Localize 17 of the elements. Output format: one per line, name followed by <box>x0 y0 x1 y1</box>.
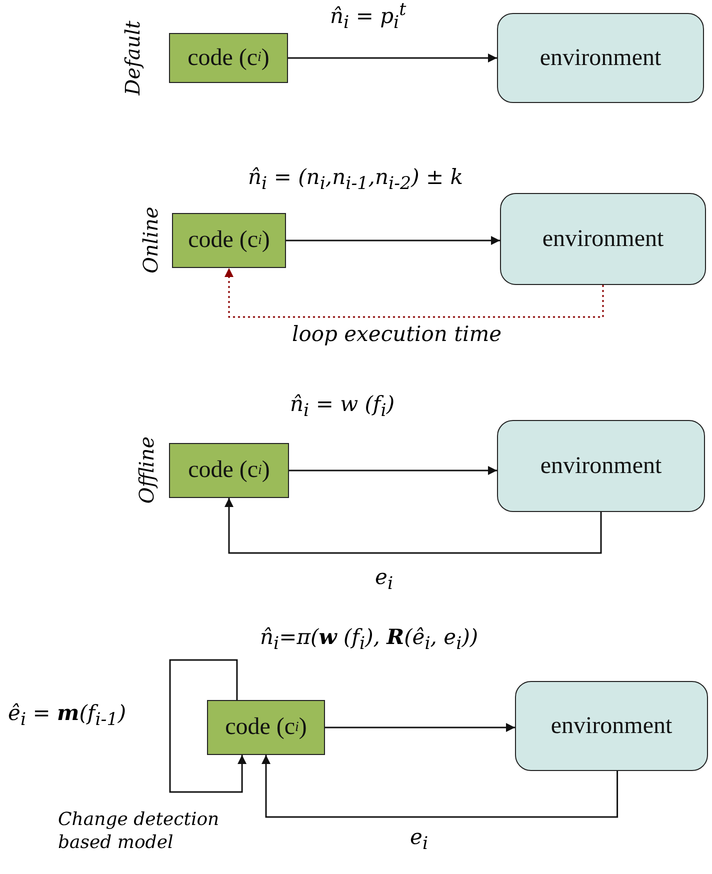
arrow <box>289 466 497 475</box>
environment-box: environment <box>515 681 708 771</box>
arrow <box>262 755 618 818</box>
note-text: Change detection based model <box>58 808 220 855</box>
arrow <box>224 498 602 554</box>
environment-box: environment <box>497 13 704 103</box>
arrow <box>288 54 497 62</box>
mode-label: Default <box>120 20 144 96</box>
arrow <box>224 268 604 318</box>
edge-label: loop execution time <box>292 322 502 348</box>
arrow <box>286 236 500 245</box>
arrow <box>169 659 247 793</box>
mode-label: Offline <box>134 436 158 504</box>
arrow <box>325 723 515 732</box>
environment-box: environment <box>500 193 706 285</box>
mode-label: Online <box>138 206 162 274</box>
environment-box: environment <box>497 420 705 512</box>
